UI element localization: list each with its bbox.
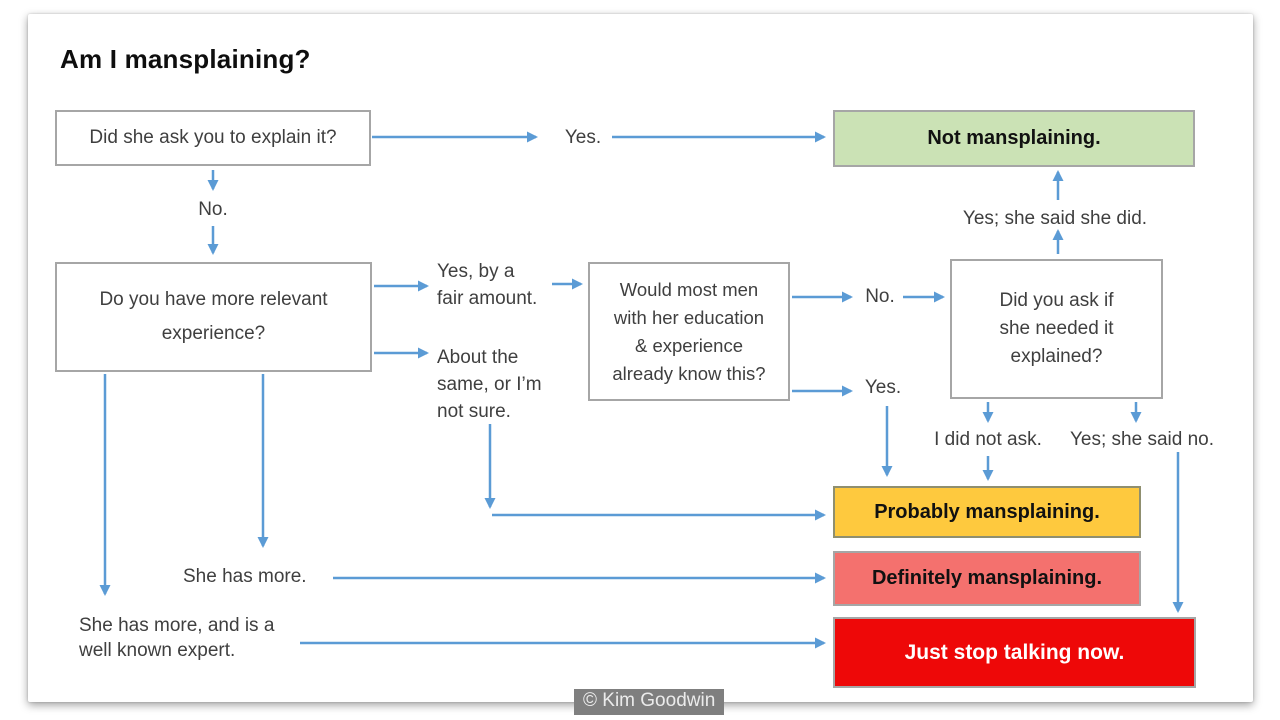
result-definitely-mansplaining: Definitely mansplaining. <box>833 551 1141 606</box>
result-text: Probably mansplaining. <box>874 500 1100 523</box>
node-more-relevant-experience: Do you have more relevant experience? <box>55 262 372 372</box>
edge-label-yes: Yes. <box>564 127 602 148</box>
result-text: Definitely mansplaining. <box>871 567 1103 589</box>
node-would-most-men-know: Would most men with her education & expe… <box>588 262 790 401</box>
result-not-mansplaining: Not mansplaining. <box>833 110 1195 167</box>
edge-label-yes-2: Yes. <box>864 377 902 398</box>
node-text: Would most men with her education & expe… <box>612 278 766 384</box>
result-text: Not mansplaining. <box>927 127 1101 149</box>
node-text: Do you have more relevant experience? <box>99 289 328 344</box>
node-did-you-ask: Did you ask if she needed it explained? <box>950 259 1163 399</box>
edge-label-i-did-not-ask: I did not ask. <box>934 429 1042 450</box>
edge-label-about-the-same: About the same, or I’m not sure. <box>437 347 542 422</box>
edge-label-no: No. <box>198 199 228 220</box>
edge-label-she-has-more: She has more. <box>183 566 307 587</box>
node-text: Did you ask if she needed it explained? <box>999 290 1114 367</box>
page-title: Am I mansplaining? <box>60 44 311 74</box>
edge-label-she-said-she-did: Yes; she said she did. <box>962 208 1148 229</box>
result-probably-mansplaining: Probably mansplaining. <box>833 486 1141 538</box>
result-text: Just stop talking now. <box>904 640 1125 664</box>
node-text: Did she ask you to explain it? <box>89 127 337 148</box>
result-just-stop-talking: Just stop talking now. <box>833 617 1196 688</box>
attribution-badge: © Kim Goodwin <box>574 689 725 715</box>
edge-label-she-said-no: Yes; she said no. <box>1070 429 1215 450</box>
node-did-she-ask: Did she ask you to explain it? <box>55 110 371 166</box>
edge-label-yes-fair-amount: Yes, by a fair amount. <box>437 261 538 309</box>
edge-label-well-known-expert: She has more, and is a well known expert… <box>79 615 275 662</box>
edge-label-no-2: No. <box>865 286 895 307</box>
